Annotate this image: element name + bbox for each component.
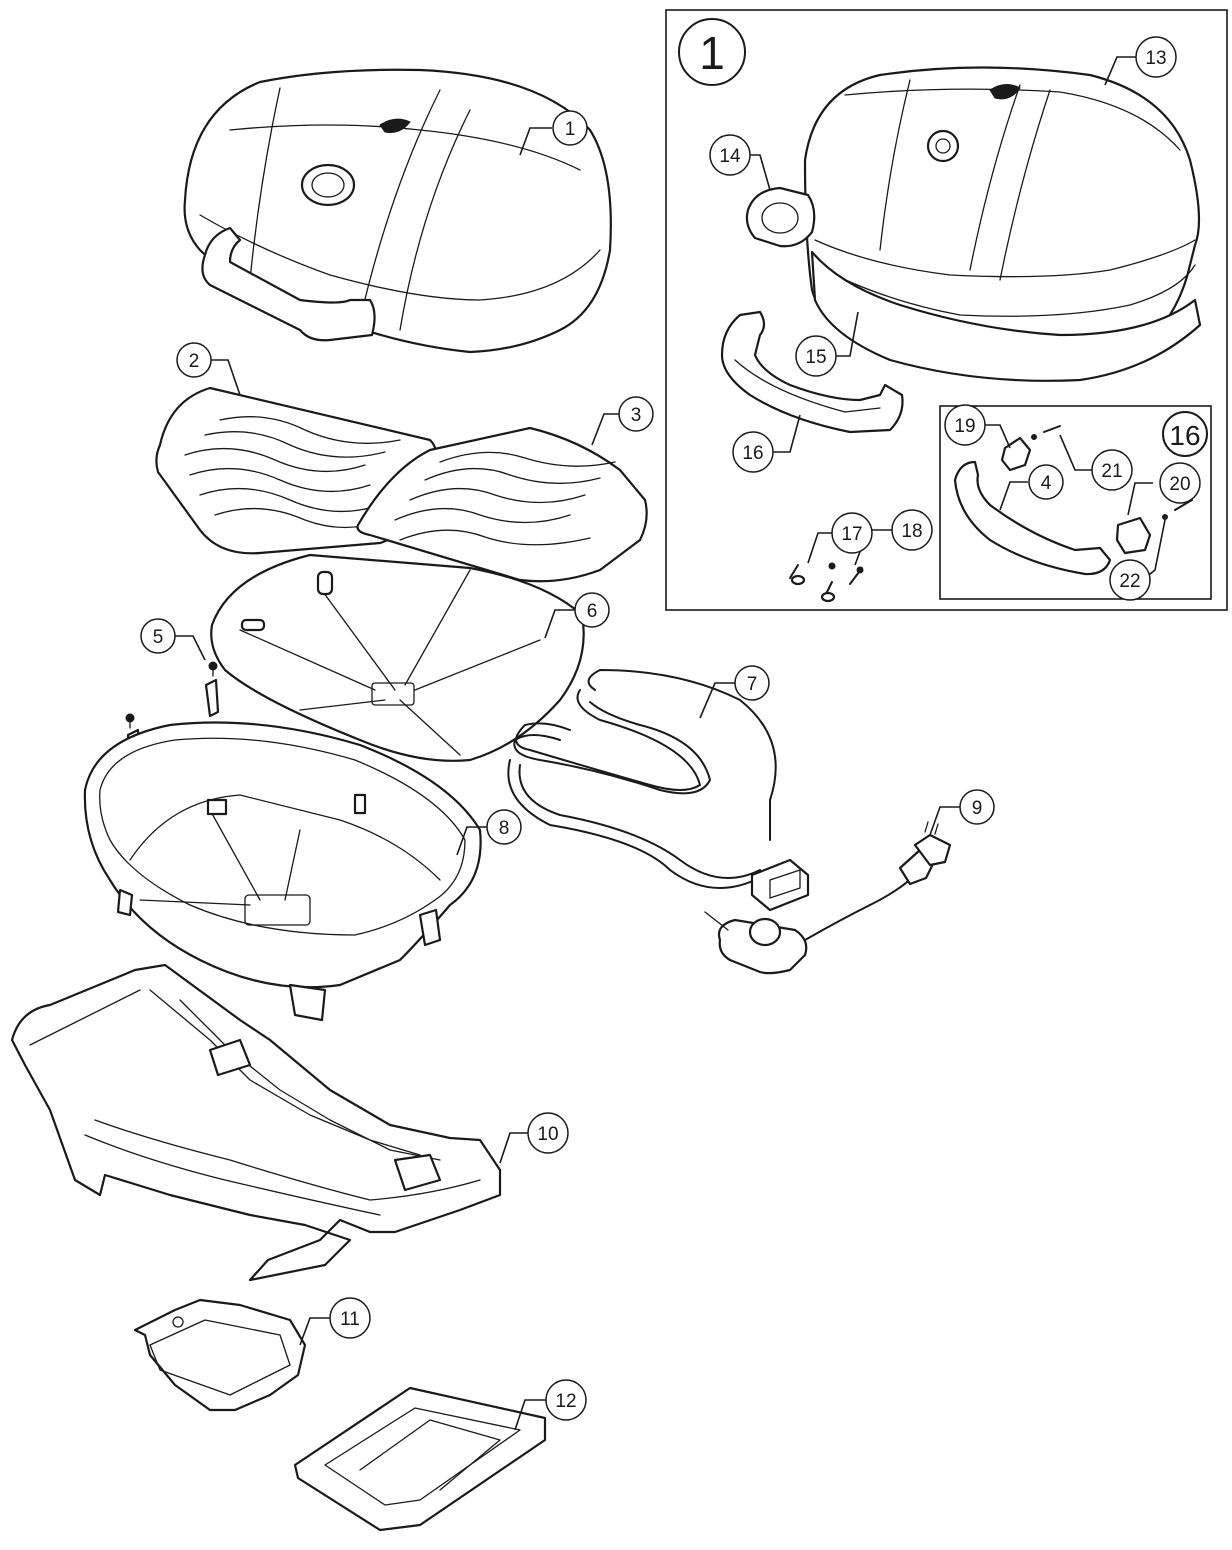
- callout-9: 9: [959, 789, 995, 825]
- callout-label: 1: [565, 119, 576, 140]
- part-heating-element: [507, 669, 810, 912]
- callout-8: 8: [486, 809, 522, 845]
- callout-2: 2: [176, 342, 212, 378]
- callout-label: 22: [1119, 571, 1140, 592]
- part-grate-right: [356, 426, 648, 583]
- part-base-bowl: [83, 721, 482, 1022]
- callout-20: 20: [1159, 462, 1201, 504]
- callout-3: 3: [618, 396, 654, 432]
- callout-label: 16: [742, 443, 763, 464]
- callout-label: 5: [153, 627, 164, 648]
- part-handle-parts: [953, 425, 1193, 576]
- callout-label: 2: [189, 351, 200, 372]
- callout-label: 18: [901, 521, 922, 542]
- part-stand: [10, 963, 502, 1282]
- callout-10: 10: [527, 1112, 569, 1154]
- callout-22: 22: [1109, 559, 1151, 601]
- leader-lines: [175, 56, 1166, 1431]
- detail-marker-16: 16: [1162, 411, 1208, 457]
- callout-label: 19: [954, 416, 975, 437]
- callout-14: 14: [709, 134, 751, 176]
- callout-13: 13: [1135, 36, 1177, 78]
- part-lid-detail: [803, 66, 1202, 382]
- part-screws: [789, 562, 864, 603]
- callout-4: 4: [1028, 464, 1064, 500]
- callout-label: 14: [719, 146, 741, 167]
- callout-19: 19: [944, 404, 986, 446]
- callout-label: 12: [555, 1391, 576, 1412]
- callout-label: 20: [1169, 474, 1190, 495]
- callout-18: 18: [891, 509, 933, 551]
- callout-6: 6: [574, 592, 610, 628]
- callout-label: 8: [499, 818, 510, 839]
- callout-label: 13: [1145, 48, 1166, 69]
- part-thermostat-cord: [704, 821, 952, 975]
- detail-marker-1: 1: [678, 18, 746, 86]
- callout-label: 9: [972, 798, 983, 819]
- detail-marker-label: 1: [699, 27, 725, 79]
- part-drip-cover: [210, 553, 585, 762]
- callout-label: 6: [587, 601, 598, 622]
- callout-label: 4: [1041, 473, 1052, 494]
- callout-label: 3: [631, 405, 642, 426]
- callout-5: 5: [140, 618, 176, 654]
- detail-frame-1: [665, 9, 1228, 611]
- part-handle: [720, 310, 904, 434]
- callout-15: 15: [795, 335, 837, 377]
- callout-17: 17: [831, 512, 873, 554]
- part-bezel: [745, 186, 816, 248]
- callout-label: 10: [537, 1124, 558, 1145]
- detail-marker-label: 16: [1169, 420, 1200, 451]
- part-tray-holder: [293, 1386, 547, 1532]
- callout-label: 17: [841, 524, 862, 545]
- callout-11: 11: [329, 1297, 371, 1339]
- detail-frame-16: [939, 405, 1212, 600]
- callout-16: 16: [732, 431, 774, 473]
- callout-label: 15: [805, 347, 826, 368]
- callout-1: 1: [552, 110, 588, 146]
- callout-12: 12: [545, 1379, 587, 1421]
- callout-7: 7: [734, 665, 770, 701]
- part-grease-tray: [133, 1298, 307, 1412]
- callout-label: 7: [747, 674, 758, 695]
- part-lid: [183, 68, 612, 354]
- callout-21: 21: [1091, 449, 1133, 491]
- callout-label: 11: [340, 1309, 360, 1330]
- callout-label: 21: [1101, 461, 1122, 482]
